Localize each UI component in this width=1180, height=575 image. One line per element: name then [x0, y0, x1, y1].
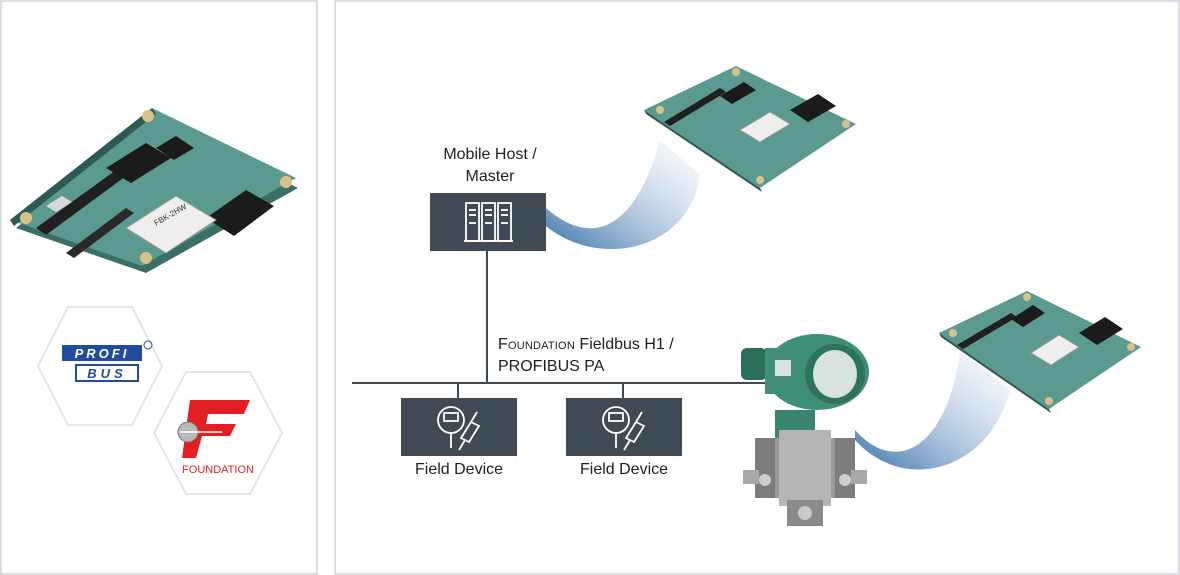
host-label: Mobile Host / Master — [420, 144, 560, 188]
host-label-line1: Mobile Host / — [443, 146, 537, 163]
field-device-label-1: Field Device — [414, 461, 504, 478]
pressure-transmitter-image — [735, 330, 875, 535]
interface-board-image-top — [640, 60, 860, 195]
field-device-icon — [437, 406, 481, 451]
field-device-box-1 — [401, 398, 517, 456]
field-device-box-2 — [566, 398, 682, 456]
interface-board-image-bottom — [935, 285, 1145, 415]
fieldbus-label-line2: PROFIBUS PA — [498, 358, 605, 375]
fieldbus-h1-text: Fieldbus H1 / — [574, 336, 674, 353]
fieldbus-label: Foundation Fieldbus H1 / PROFIBUS PA — [498, 334, 738, 378]
host-label-line2: Master — [465, 168, 515, 185]
profibus-logo: PROFI BUS — [36, 305, 164, 427]
profibus-top-text: PROFI — [75, 346, 130, 361]
fieldbus-label-line1: Foundation Fieldbus H1 / — [498, 334, 738, 356]
server-rack-icon — [464, 202, 513, 242]
profibus-bottom-text: BUS — [87, 366, 126, 381]
foundation-smallcaps: Foundation — [498, 336, 575, 353]
field-device-label-2: Field Device — [579, 461, 669, 478]
interface-board-image: FBK-2HW — [6, 78, 302, 278]
foundation-text: FOUNDATION — [182, 464, 254, 476]
left-panel — [0, 0, 318, 575]
field-device-icon — [602, 406, 646, 451]
foundation-logo: FOUNDATION — [152, 370, 284, 496]
host-master-box — [430, 193, 546, 251]
